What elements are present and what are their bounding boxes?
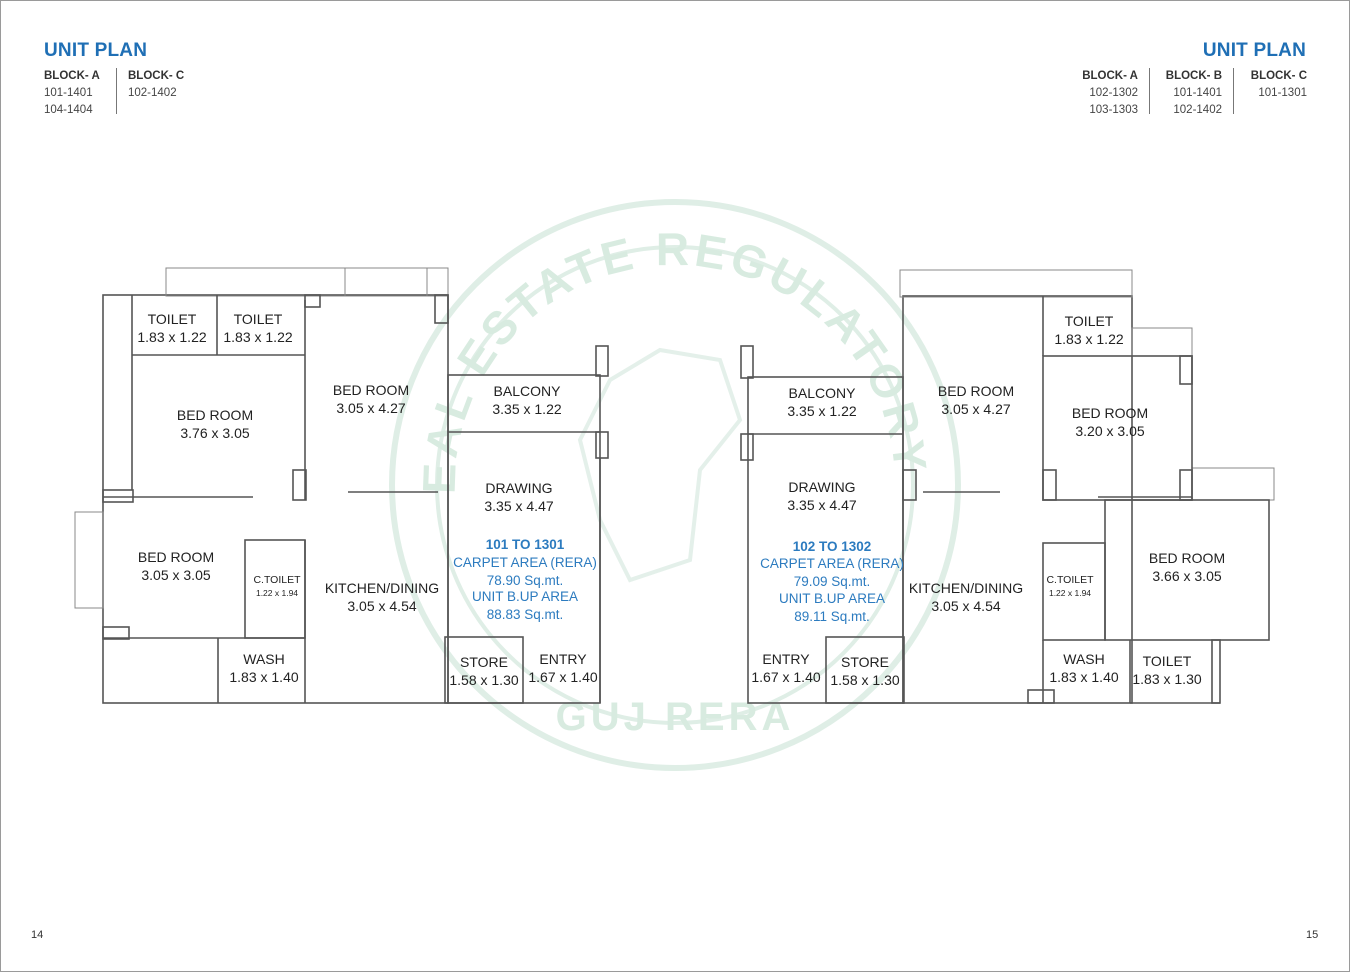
left-balcony-name: BALCONY: [494, 383, 562, 399]
right-entry-name: ENTRY: [762, 651, 810, 667]
right-ctoilet-name: C.TOILET: [1046, 574, 1094, 586]
right-bed1-size: 3.05 x 4.27: [941, 401, 1010, 417]
right-block-b: BLOCK- B 101-1401 102-1402: [1149, 68, 1222, 116]
left-bed3-size: 3.05 x 3.05: [141, 567, 210, 583]
right-drawing-name: DRAWING: [788, 479, 855, 495]
left-bup-value: 88.83 Sq.mt.: [487, 607, 564, 622]
left-block-a-name: BLOCK- A: [44, 70, 100, 82]
right-block-a-unit-2: 103-1303: [1089, 104, 1138, 116]
right-ctoilet-size: 1.22 x 1.94: [1049, 588, 1091, 598]
right-block-b-name: BLOCK- B: [1165, 70, 1222, 82]
right-block-c: BLOCK- C 101-1301: [1233, 68, 1307, 114]
right-bup-value: 89.11 Sq.mt.: [794, 609, 870, 624]
right-store-size: 1.58 x 1.30: [830, 672, 899, 688]
left-balcony-size: 3.35 x 1.22: [492, 401, 561, 417]
left-block-a: BLOCK- A 101-1401 104-1404: [44, 68, 116, 119]
right-wash-name: WASH: [1063, 651, 1104, 667]
right-block-c-name: BLOCK- C: [1250, 70, 1307, 82]
right-area-info: 102 TO 1302 CARPET AREA (RERA) 79.09 Sq.…: [760, 539, 904, 624]
right-bed3-size: 3.66 x 3.05: [1152, 568, 1221, 584]
left-carpet-value: 78.90 Sq.mt.: [487, 573, 564, 588]
left-toilet2-size: 1.83 x 1.22: [223, 329, 292, 345]
right-block-b-unit-1: 101-1401: [1173, 87, 1222, 99]
right-store-name: STORE: [841, 654, 889, 670]
right-entry-size: 1.67 x 1.40: [751, 669, 820, 685]
right-drawing-size: 3.35 x 4.47: [787, 497, 856, 513]
right-block-c-unit-1: 101-1301: [1258, 87, 1307, 99]
right-kitchen-size: 3.05 x 4.54: [931, 598, 1000, 614]
left-ctoilet-name: C.TOILET: [253, 574, 301, 586]
right-block-a: BLOCK- A 102-1302 103-1303: [1078, 68, 1138, 119]
left-toilet2-name: TOILET: [234, 311, 283, 327]
left-room-labels: TOILET 1.83 x 1.22 TOILET 1.83 x 1.22 BE…: [137, 311, 597, 688]
left-area-info: 101 TO 1301 CARPET AREA (RERA) 78.90 Sq.…: [453, 537, 597, 622]
left-block-a-unit-1: 101-1401: [44, 87, 93, 99]
right-bed2-size: 3.20 x 3.05: [1075, 423, 1144, 439]
right-toilet1-name: TOILET: [1065, 313, 1114, 329]
right-plan-walls: [740, 269, 1275, 704]
left-drawing-size: 3.35 x 4.47: [484, 498, 553, 514]
right-block-a-unit-1: 102-1302: [1089, 87, 1138, 99]
right-balcony-name: BALCONY: [789, 385, 857, 401]
left-kitchen-size: 3.05 x 4.54: [347, 598, 416, 614]
left-bed1-name: BED ROOM: [177, 407, 253, 423]
left-kitchen-name: KITCHEN/DINING: [325, 580, 439, 596]
right-wash-size: 1.83 x 1.40: [1049, 669, 1118, 685]
left-bed2-name: BED ROOM: [333, 382, 409, 398]
right-toilet2-size: 1.83 x 1.30: [1132, 671, 1201, 687]
right-carpet-label: CARPET AREA (RERA): [760, 556, 904, 571]
right-bed2-name: BED ROOM: [1072, 405, 1148, 421]
right-page-number: 15: [1306, 929, 1319, 941]
left-entry-name: ENTRY: [539, 651, 587, 667]
right-area-units: 102 TO 1302: [793, 539, 872, 554]
left-drawing-name: DRAWING: [485, 480, 552, 496]
right-block-a-name: BLOCK- A: [1082, 70, 1138, 82]
left-toilet1-name: TOILET: [148, 311, 197, 327]
right-bup-label: UNIT B.UP AREA: [779, 591, 885, 606]
left-page-number: 14: [31, 929, 44, 941]
left-bed2-size: 3.05 x 4.27: [336, 400, 405, 416]
left-ctoilet-size: 1.22 x 1.94: [256, 588, 298, 598]
left-block-c-unit-1: 102-1402: [128, 87, 177, 99]
left-block-c: BLOCK- C 102-1402: [116, 68, 184, 114]
left-block-c-name: BLOCK- C: [128, 70, 185, 82]
left-store-size: 1.58 x 1.30: [449, 672, 518, 688]
left-bed3-name: BED ROOM: [138, 549, 214, 565]
left-wash-size: 1.83 x 1.40: [229, 669, 298, 685]
left-plan-walls: [74, 267, 609, 704]
right-bed3-name: BED ROOM: [1149, 550, 1225, 566]
left-block-a-unit-2: 104-1404: [44, 104, 93, 116]
left-toilet1-size: 1.83 x 1.22: [137, 329, 206, 345]
right-bed1-name: BED ROOM: [938, 383, 1014, 399]
rera-watermark-seal: GUJARAT REAL ESTATE REGULATORY AUTHORITY…: [0, 0, 961, 771]
left-bup-label: UNIT B.UP AREA: [472, 589, 578, 604]
right-kitchen-name: KITCHEN/DINING: [909, 580, 1023, 596]
right-toilet1-size: 1.83 x 1.22: [1054, 331, 1123, 347]
right-room-labels: BALCONY 3.35 x 1.22 BED ROOM 3.05 x 4.27…: [751, 313, 1225, 688]
right-balcony-size: 3.35 x 1.22: [787, 403, 856, 419]
left-bed1-size: 3.76 x 3.05: [180, 425, 249, 441]
right-carpet-value: 79.09 Sq.mt.: [794, 574, 871, 589]
left-area-units: 101 TO 1301: [486, 537, 565, 552]
left-carpet-label: CARPET AREA (RERA): [453, 555, 597, 570]
left-store-name: STORE: [460, 654, 508, 670]
right-block-b-unit-2: 102-1402: [1173, 104, 1222, 116]
right-page-title: UNIT PLAN: [1202, 40, 1306, 61]
left-page-title: UNIT PLAN: [44, 40, 148, 61]
watermark-bottom-text: GUJ RERA: [556, 695, 795, 739]
left-wash-name: WASH: [243, 651, 284, 667]
right-toilet2-name: TOILET: [1143, 653, 1192, 669]
left-entry-size: 1.67 x 1.40: [528, 669, 597, 685]
